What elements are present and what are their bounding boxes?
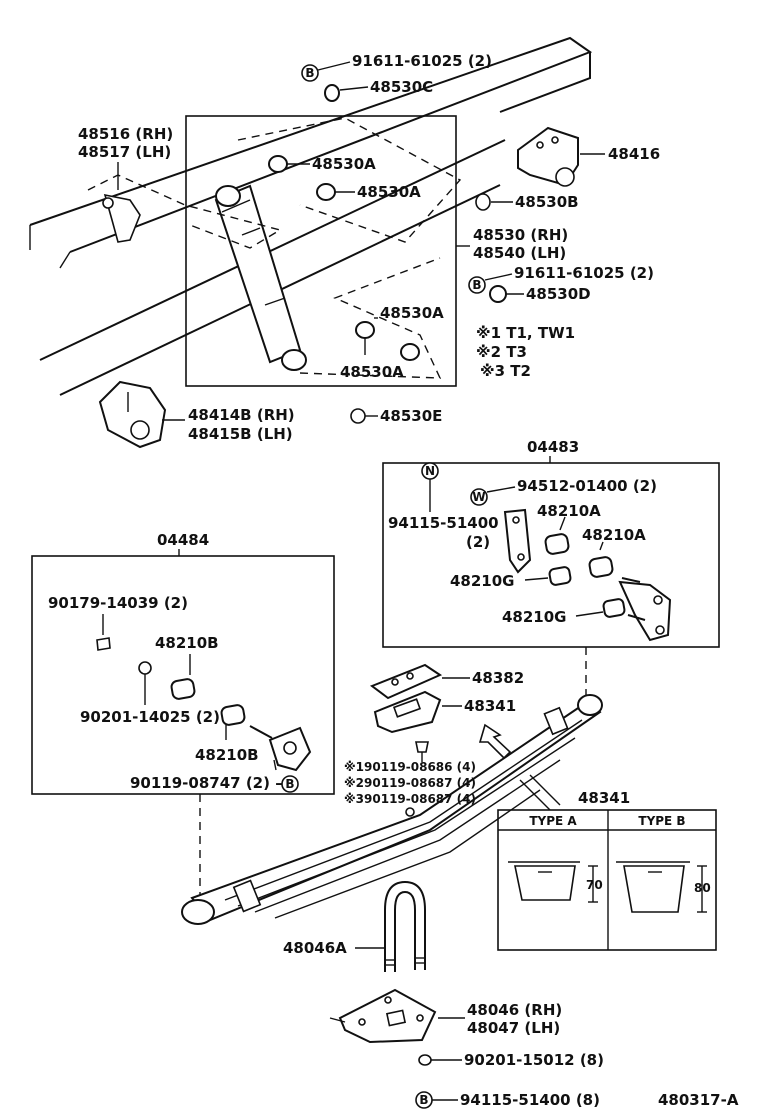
- bracket-48416: 48416: [517, 126, 660, 187]
- label-48414b: 48414B (RH): [188, 406, 295, 424]
- dashed-guides-lower: [299, 257, 442, 379]
- label-91611-mid: 91611-61025 (2): [514, 264, 654, 282]
- label-48530: 48530 (RH): [473, 226, 568, 244]
- bracket-48414b: 48414B (RH) 48415B (LH): [98, 380, 295, 449]
- bolt-b-symbol-icon: [301, 64, 319, 82]
- u-bolt-48046a: 48046A: [283, 880, 426, 972]
- bolt-note-3: ※390119-08687 (4): [344, 792, 476, 806]
- type-a-drawing: 70: [508, 861, 603, 903]
- label-94115-b: 94115-51400 (8): [460, 1091, 600, 1109]
- bushing-48530c: 48530C: [324, 78, 433, 102]
- bushing-48530b: 48530B: [475, 193, 579, 211]
- note-1: ※1 T1, TW1: [476, 324, 575, 342]
- label-48341-1: 48341: [464, 697, 516, 715]
- bolt-notes: ※190119-08686 (4) ※290119-08687 (4) ※390…: [344, 760, 476, 817]
- label-kit-04483: 04483: [527, 438, 579, 456]
- dashed-guides-upper: [87, 117, 462, 249]
- label-48210b-2: 48210B: [195, 746, 259, 764]
- leaf-spring: [181, 694, 603, 925]
- bolt-note-2: ※290119-08687 (4): [344, 776, 476, 790]
- label-94512: 94512-01400 (2): [517, 477, 657, 495]
- kit-04484-parts: 90179-14039 (2) 48210B 90201-14025 (2) 4…: [48, 594, 312, 793]
- bushing-48530e: 48530E: [350, 407, 442, 425]
- symbol-n: N: [425, 464, 435, 478]
- label-48046a: 48046A: [283, 939, 347, 957]
- label-48341-2: 48341: [578, 789, 630, 807]
- kit-04484-box: [31, 555, 335, 795]
- label-48210g-2: 48210G: [502, 608, 567, 626]
- label-kit-04484: 04484: [157, 531, 209, 549]
- label-48517: 48517 (LH): [78, 143, 171, 161]
- type-b-header: TYPE B: [638, 814, 685, 828]
- shock-part-no: 48530 (RH) 48540 (LH): [456, 226, 568, 262]
- label-48530d: 48530D: [526, 285, 591, 303]
- label-48530a-3: 48530A: [380, 304, 444, 322]
- figure-number: 480317-A: [658, 1091, 739, 1109]
- label-90179: 90179-14039 (2): [48, 594, 188, 612]
- label-48530a-4: 48530A: [340, 363, 404, 381]
- label-90119-a: 90119-08747 (2) —: [130, 774, 290, 792]
- bushings-48530a-bottom: 48530A 48530A: [340, 304, 444, 381]
- shock-absorber-box: [185, 115, 457, 387]
- washer-w-symbol-icon: [470, 488, 488, 506]
- bolt-note-1: ※190119-08686 (4): [344, 760, 476, 774]
- label-48530b: 48530B: [515, 193, 579, 211]
- dim-80: 80: [694, 881, 711, 895]
- label-48210g-1: 48210G: [450, 572, 515, 590]
- bolt-91611-top: B 91611-61025 (2): [301, 52, 492, 82]
- bushings-48530a-top: 48530A 48530A: [268, 155, 421, 201]
- pad-48382: 48382: [369, 663, 524, 700]
- bracket-48516: 48516 (RH) 48517 (LH): [78, 125, 173, 243]
- label-91611-top: 91611-61025 (2): [352, 52, 492, 70]
- symbol-b-3: B: [285, 777, 294, 791]
- spring-seat-48046: 48046 (RH) 48047 (LH): [329, 988, 562, 1044]
- label-48530c: 48530C: [370, 78, 433, 96]
- label-48530a-2: 48530A: [357, 183, 421, 201]
- dim-70: 70: [586, 878, 603, 892]
- shock-absorber: [214, 184, 307, 371]
- symbol-b-2: B: [472, 278, 481, 292]
- arrow-indicator: [478, 723, 512, 760]
- symbol-b-4: B: [419, 1093, 428, 1107]
- note-3: ※3 T2: [480, 362, 531, 380]
- label-48516: 48516 (RH): [78, 125, 173, 143]
- label-48416: 48416: [608, 145, 660, 163]
- symbol-b: B: [305, 66, 314, 80]
- bolt-91611-mid: B 91611-61025 (2): [468, 264, 654, 294]
- type-b-drawing: 80: [616, 861, 711, 913]
- label-48047: 48047 (LH): [467, 1019, 560, 1037]
- label-94115-a-qty: (2): [466, 533, 490, 551]
- label-48046: 48046 (RH): [467, 1001, 562, 1019]
- label-48210b-1: 48210B: [155, 634, 219, 652]
- kit-04483-parts: N 94115-51400 (2) W 94512-01400 (2) 4821…: [388, 462, 672, 642]
- label-48415b: 48415B (LH): [188, 425, 293, 443]
- bushing-48530d: 48530D: [489, 285, 591, 303]
- label-48210a-1: 48210A: [537, 502, 601, 520]
- applicability-notes: ※1 T1, TW1 ※2 T3 ※3 T2: [476, 324, 575, 380]
- label-48382: 48382: [472, 669, 524, 687]
- kit-04483-box: [382, 462, 720, 648]
- type-leaders: 48341: [519, 774, 630, 811]
- type-a-header: TYPE A: [529, 814, 577, 828]
- bolt-b-symbol-icon: [468, 276, 486, 294]
- symbol-w: W: [472, 490, 485, 504]
- label-48530e: 48530E: [380, 407, 442, 425]
- note-2: ※2 T3: [476, 343, 527, 361]
- label-48540: 48540 (LH): [473, 244, 566, 262]
- label-90201-b: 90201-15012 (8): [464, 1051, 604, 1069]
- label-48210a-2: 48210A: [582, 526, 646, 544]
- bolt-94115-b: B 94115-51400 (8): [415, 1091, 600, 1109]
- label-94115-a: 94115-51400: [388, 514, 499, 532]
- label-90201-a: 90201-14025 (2): [80, 708, 220, 726]
- bumper-48341: 48341: [373, 690, 516, 762]
- bolt-b-symbol-icon: [281, 775, 299, 793]
- label-48530a-1: 48530A: [312, 155, 376, 173]
- type-table: TYPE A TYPE B 70 80: [497, 809, 717, 951]
- nut-90201-b: 90201-15012 (8): [418, 1051, 604, 1069]
